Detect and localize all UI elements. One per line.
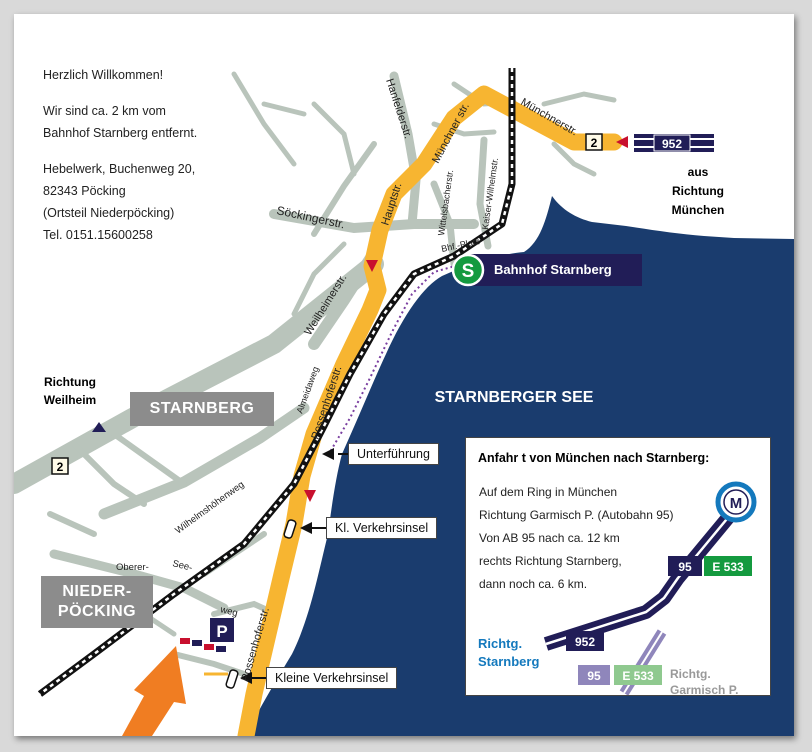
pointer-underpass	[322, 448, 334, 460]
intro-distance-2: Bahnhof Starnberg entfernt.	[43, 126, 198, 140]
badge-952-top: 952	[662, 137, 682, 151]
route-line-4: rechts Richtung Starnberg,	[479, 554, 622, 568]
railway	[37, 68, 516, 697]
metro-icon: M	[730, 495, 743, 512]
richtung-weilheim-1: Richtung	[44, 375, 96, 389]
badge-b2-top-text: 2	[591, 136, 598, 150]
label-niederpoecking-2: PÖCKING	[57, 603, 137, 620]
parking-icon: P	[216, 622, 227, 641]
from-muenchen-3: München	[672, 203, 725, 217]
lake-label: STARNBERGER SEE	[435, 389, 594, 406]
badge-e533-top: E 533	[712, 560, 744, 574]
direction-arrow-hauptstr	[366, 260, 378, 272]
pointer-island-2	[240, 672, 252, 684]
street-hanfelder: Hanfelderstr.	[383, 77, 414, 140]
callout-underpass: Unterführung	[348, 443, 439, 465]
intro-phone: Tel. 0151.15600258	[43, 228, 153, 242]
badge-b2-left: 2	[51, 457, 69, 475]
badge-952-route: 952	[575, 635, 595, 649]
route-line-5: dann noch ca. 6 km.	[479, 577, 588, 591]
route-title: Anfahr t von München nach Starnberg:	[478, 451, 710, 465]
badge-b2-left-text: 2	[57, 460, 64, 474]
route-info-box: Anfahr t von München nach Starnberg: Auf…	[465, 437, 771, 696]
s-bahn-icon: S	[462, 261, 475, 282]
traffic-island-small	[283, 519, 297, 539]
intro-distance-1: Wir sind ca. 2 km vom	[43, 104, 166, 118]
from-muenchen-2: Richtung	[672, 184, 724, 198]
label-niederpoecking-1: NIEDER-	[62, 583, 132, 600]
street-see: See-	[171, 558, 193, 574]
parking-sign: P	[210, 618, 234, 642]
station-name: Bahnhof Starnberg	[494, 262, 612, 277]
callout-small-island: Kl. Verkehrsinsel	[326, 517, 438, 539]
richtung-weilheim-2: Weilheim	[44, 393, 96, 407]
direction-arrow-possenhofer	[304, 490, 316, 502]
station-bahnhof-starnberg: S Bahnhof Starnberg	[451, 253, 642, 287]
direction-arrow-top	[616, 136, 628, 148]
from-muenchen-1: aus	[688, 165, 709, 179]
label-niederpoecking: NIEDER- PÖCKING	[41, 576, 153, 628]
intro-address-1: Hebelwerk, Buchenweg 20,	[43, 162, 196, 176]
parking-marker	[180, 638, 228, 676]
direction-arrow-weilheim	[92, 422, 106, 432]
main-route	[237, 85, 623, 736]
richtg-garmisch-2: Garmisch P.	[670, 683, 738, 695]
richtg-starnberg-2: Starnberg	[478, 654, 539, 669]
intro-welcome: Herzlich Willkommen!	[43, 68, 164, 82]
street-oberer: Oberer-	[116, 562, 149, 573]
route-diagram: M 95 E 533 952 95 E 533 Richtg. Starnber…	[478, 481, 757, 695]
callout-small-island-2: Kleine Verkehrsinsel	[266, 667, 398, 689]
street-soeckinger: Söckingerstr.	[275, 203, 346, 231]
traffic-island-small-2	[225, 669, 239, 689]
arrival-arrow	[122, 646, 186, 736]
richtg-garmisch-1: Richtg.	[670, 667, 711, 681]
badge-a95-top: 95	[678, 560, 692, 574]
pointer-island	[300, 522, 312, 534]
intro-address-2: 82343 Pöcking	[43, 184, 126, 198]
minor-roads	[14, 71, 617, 677]
route-line-2: Richtung Garmisch P. (Autobahn 95)	[479, 508, 674, 522]
badge-e533-bottom: E 533	[622, 669, 654, 683]
label-starnberg: STARNBERG	[130, 392, 274, 426]
badge-a95-bottom: 95	[587, 669, 601, 683]
badge-b2-top: 2	[585, 133, 603, 151]
street-weg: weg	[218, 604, 239, 619]
map-frame: 952 2 2 Hanfelderstr. Münchner str. Münc…	[14, 14, 794, 736]
richtg-starnberg-1: Richtg.	[478, 636, 522, 651]
route-line-3: Von AB 95 nach ca. 12 km	[479, 531, 620, 545]
route-line-1: Auf dem Ring in München	[479, 485, 618, 499]
road-952-top: 952	[634, 134, 714, 152]
intro-address-3: (Ortsteil Niederpöcking)	[43, 206, 175, 220]
